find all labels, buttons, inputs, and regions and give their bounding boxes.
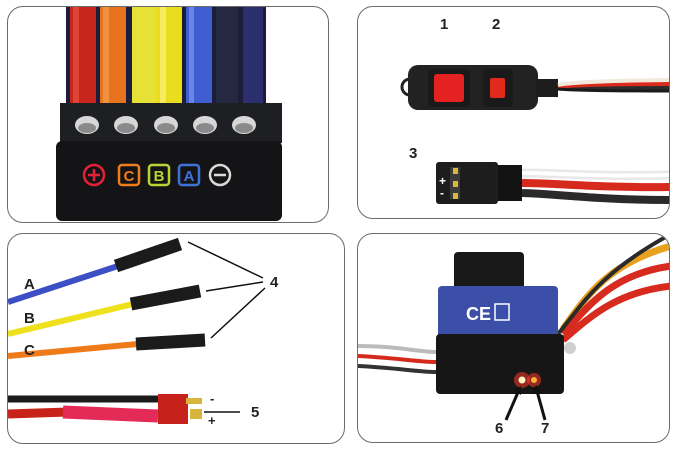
bullet-connector-c <box>135 333 206 351</box>
plug-plus-label: + <box>439 174 447 188</box>
wire-c <box>8 341 139 359</box>
svg-text:B: B <box>154 168 165 185</box>
motor-and-battery-wires-panel: A B C 4 5 - + <box>7 233 345 444</box>
terminal-a-icon: A <box>177 163 201 187</box>
bullet-connector-a <box>113 237 183 273</box>
yellow-wire <box>132 7 158 112</box>
plug-plus-sign: + <box>208 413 216 428</box>
label-3: 3 <box>409 145 418 162</box>
wire-b <box>8 301 134 337</box>
label-6: 6 <box>495 420 504 437</box>
esc-case <box>436 334 564 394</box>
motor-wires-photo <box>8 237 266 424</box>
esc-body-photo: CE <box>358 234 669 421</box>
svg-text:C: C <box>124 168 135 185</box>
label-b: B <box>24 310 35 327</box>
esc-label <box>438 286 558 338</box>
terminal-plus-icon <box>82 163 106 187</box>
bullet-connector-b <box>129 284 202 311</box>
setup-button <box>490 78 505 98</box>
terminal-b-icon: B <box>147 163 171 187</box>
label-a: A <box>24 276 35 293</box>
label-5: 5 <box>251 404 260 421</box>
label-2: 2 <box>492 16 501 33</box>
switch-plug-photo <box>400 65 669 204</box>
esc-leds-panel: CE 6 7 <box>357 233 670 443</box>
terminal-minus-icon <box>208 163 232 187</box>
plug-minus-sign: - <box>210 391 215 406</box>
esc-terminals-photo: C B A <box>56 7 282 221</box>
led-red <box>518 376 526 384</box>
label-1: 1 <box>440 16 449 33</box>
switch-and-plug-panel: 1 2 3 + - <box>357 6 670 219</box>
label-4: 4 <box>270 274 279 291</box>
label-7: 7 <box>541 420 550 437</box>
label-c: C <box>24 342 35 359</box>
battery-red-wire <box>62 405 159 423</box>
ce-mark: CE <box>466 304 491 324</box>
t-plug <box>158 394 188 424</box>
esc-terminals-panel: C B A <box>7 6 329 223</box>
svg-text:A: A <box>184 168 195 185</box>
wire-a <box>8 263 119 305</box>
led-orange <box>531 377 537 383</box>
plug-minus-label: - <box>440 186 444 200</box>
terminal-c-icon: C <box>117 163 141 187</box>
switch-housing <box>408 65 538 110</box>
switch-button <box>434 74 464 102</box>
